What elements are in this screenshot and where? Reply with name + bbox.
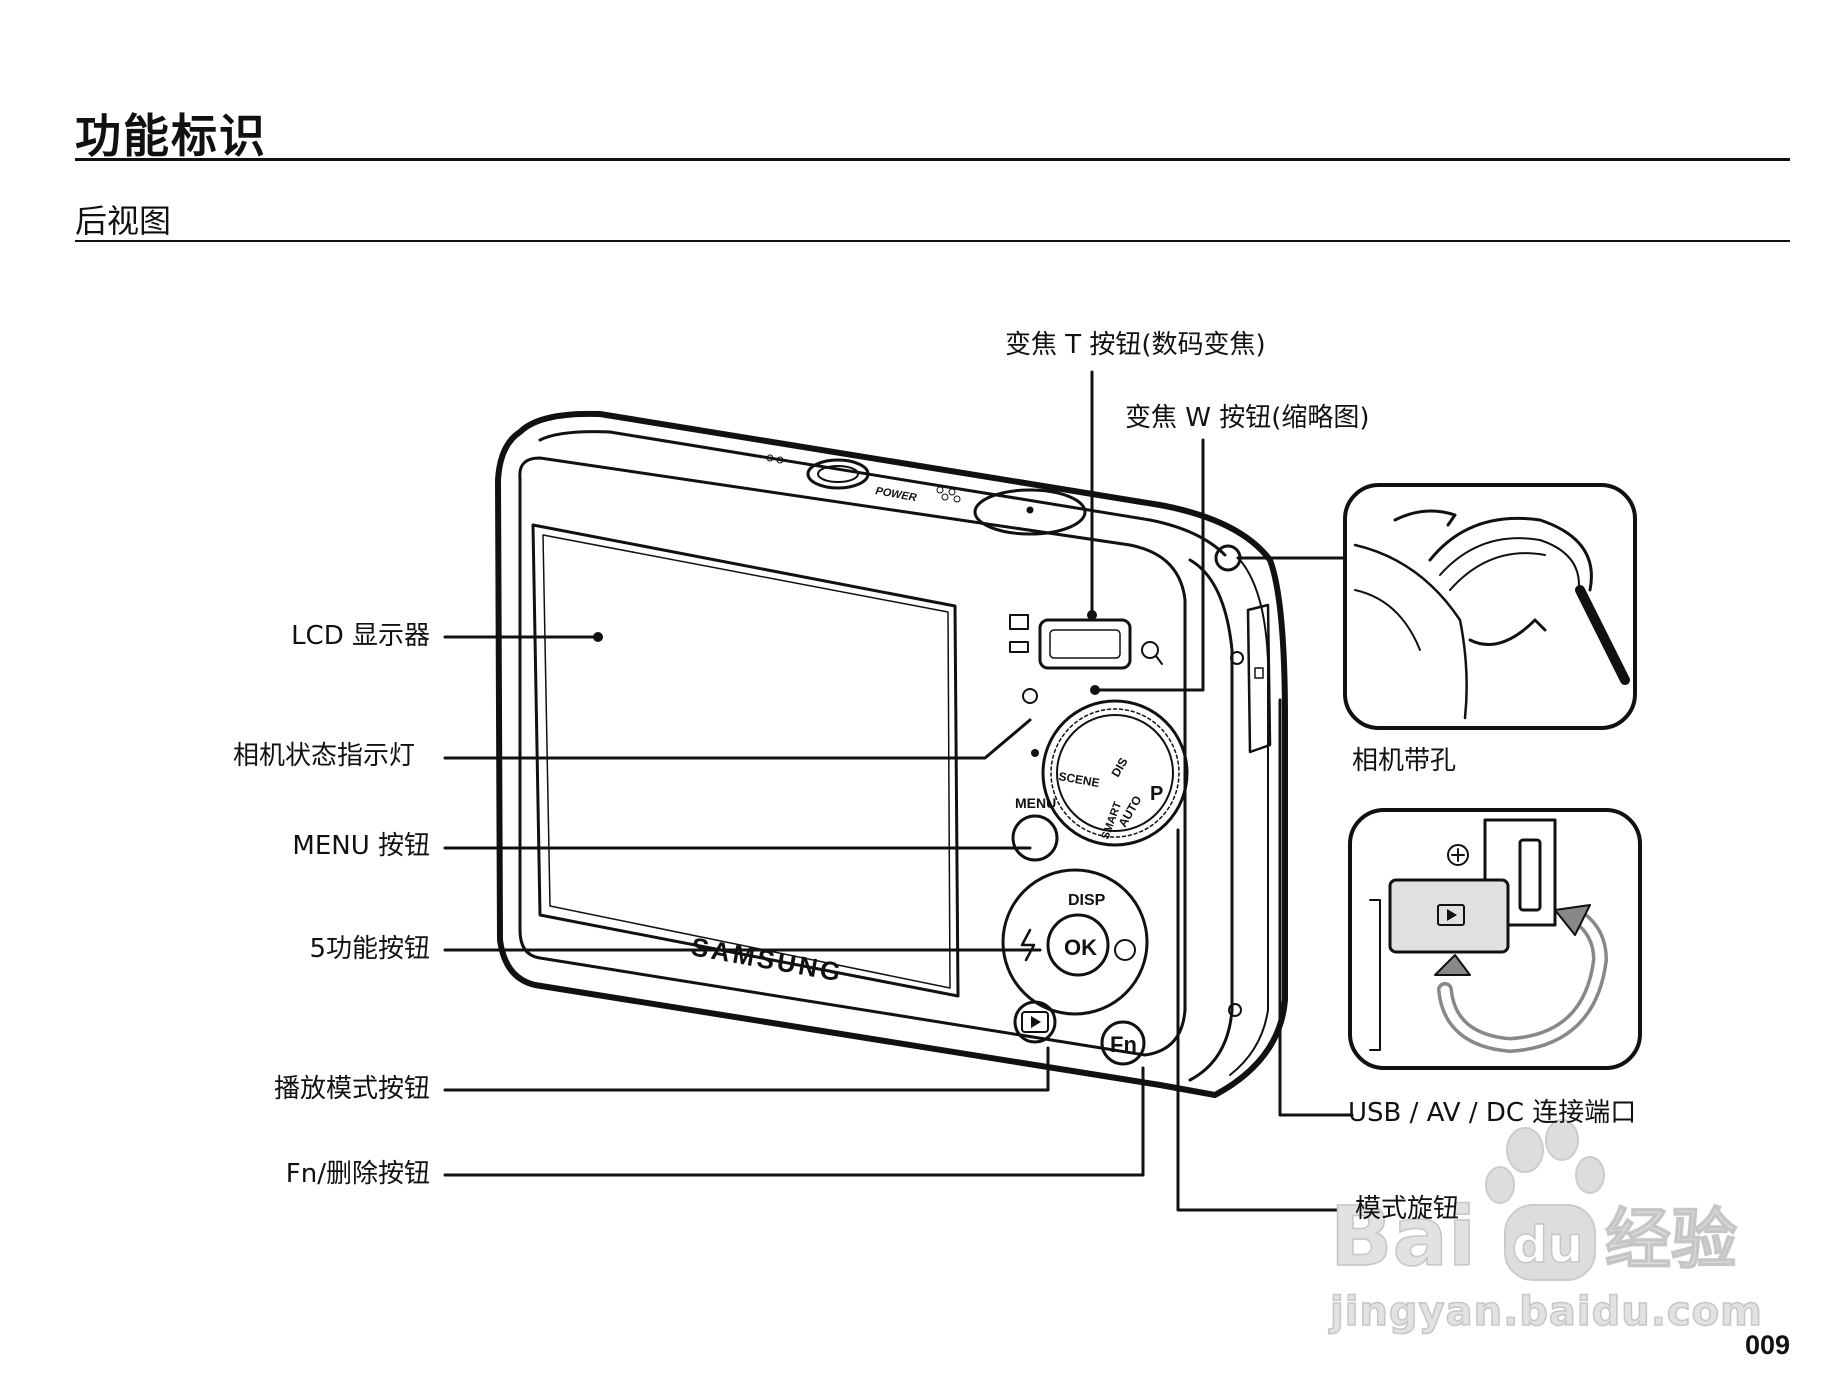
menu-button-label: MENU 按钮 — [292, 831, 430, 861]
disp-text: DISP — [1068, 892, 1106, 909]
lcd-label: LCD 显示器 — [291, 621, 430, 651]
title-divider — [75, 158, 1790, 161]
camera-top-edge — [538, 430, 1227, 557]
subtitle-divider — [75, 240, 1790, 242]
five-function-label: 5功能按钮 — [309, 934, 430, 964]
fn-delete-label: Fn/删除按钮 — [285, 1159, 430, 1189]
power-text: POWER — [874, 485, 917, 504]
dis-text: DIS — [1108, 755, 1130, 779]
strap-inset-box — [1343, 483, 1637, 730]
usb-port-label: USB / AV / DC 连接端口 — [1348, 1098, 1637, 1128]
leader-lines — [443, 370, 1357, 1212]
shutter-button — [973, 488, 1087, 536]
fn-button — [1100, 1020, 1146, 1066]
camera-rear-panel — [518, 456, 1187, 1057]
scene-text: SCENE — [1057, 769, 1100, 790]
watermark-cn: 经验 — [1605, 1201, 1737, 1278]
zoom-t-label: 变焦 T 按钮(数码变焦) — [1005, 330, 1266, 360]
mode-dial-label: 模式旋钮 — [1355, 1194, 1460, 1224]
zoom-rocker — [1038, 618, 1132, 670]
side-port-door — [1246, 603, 1272, 754]
watermark-du: du — [1512, 1216, 1583, 1274]
baidu-watermark — [1485, 1119, 1605, 1281]
port-inset-box — [1348, 808, 1642, 1070]
strap-eyelet — [1214, 544, 1242, 572]
watermark-bai: Bai — [1330, 1190, 1476, 1285]
five-function-pad — [1001, 868, 1149, 1016]
page-title: 功能标识 — [75, 109, 267, 163]
ok-text: OK — [1064, 935, 1097, 960]
mode-dial — [1041, 699, 1189, 847]
playback-label: 播放模式按钮 — [273, 1074, 430, 1104]
menu-text: MENU — [1015, 795, 1056, 811]
strap-eyelet-label: 相机带孔 — [1352, 746, 1457, 776]
status-lamp — [1022, 688, 1038, 704]
ok-button — [1046, 913, 1110, 977]
camera-brand-text: SAMSUNG — [689, 931, 846, 987]
camera-body-outline — [495, 410, 1288, 1098]
page-number: 009 — [1744, 1330, 1790, 1360]
camera-side-panel — [1188, 558, 1234, 1082]
watermark-url: jingyan.baidu.com — [1328, 1289, 1763, 1335]
fn-text: Fn — [1110, 1032, 1137, 1057]
power-button — [806, 458, 870, 490]
menu-button — [1011, 814, 1059, 862]
status-lamp-label: 相机状态指示灯 — [232, 741, 415, 771]
lcd-screen — [531, 523, 960, 998]
p-text: P — [1150, 783, 1163, 805]
playback-button — [1013, 1000, 1057, 1044]
section-subtitle: 后视图 — [75, 202, 172, 240]
zoom-w-label: 变焦 W 按钮(缩略图) — [1125, 403, 1370, 433]
